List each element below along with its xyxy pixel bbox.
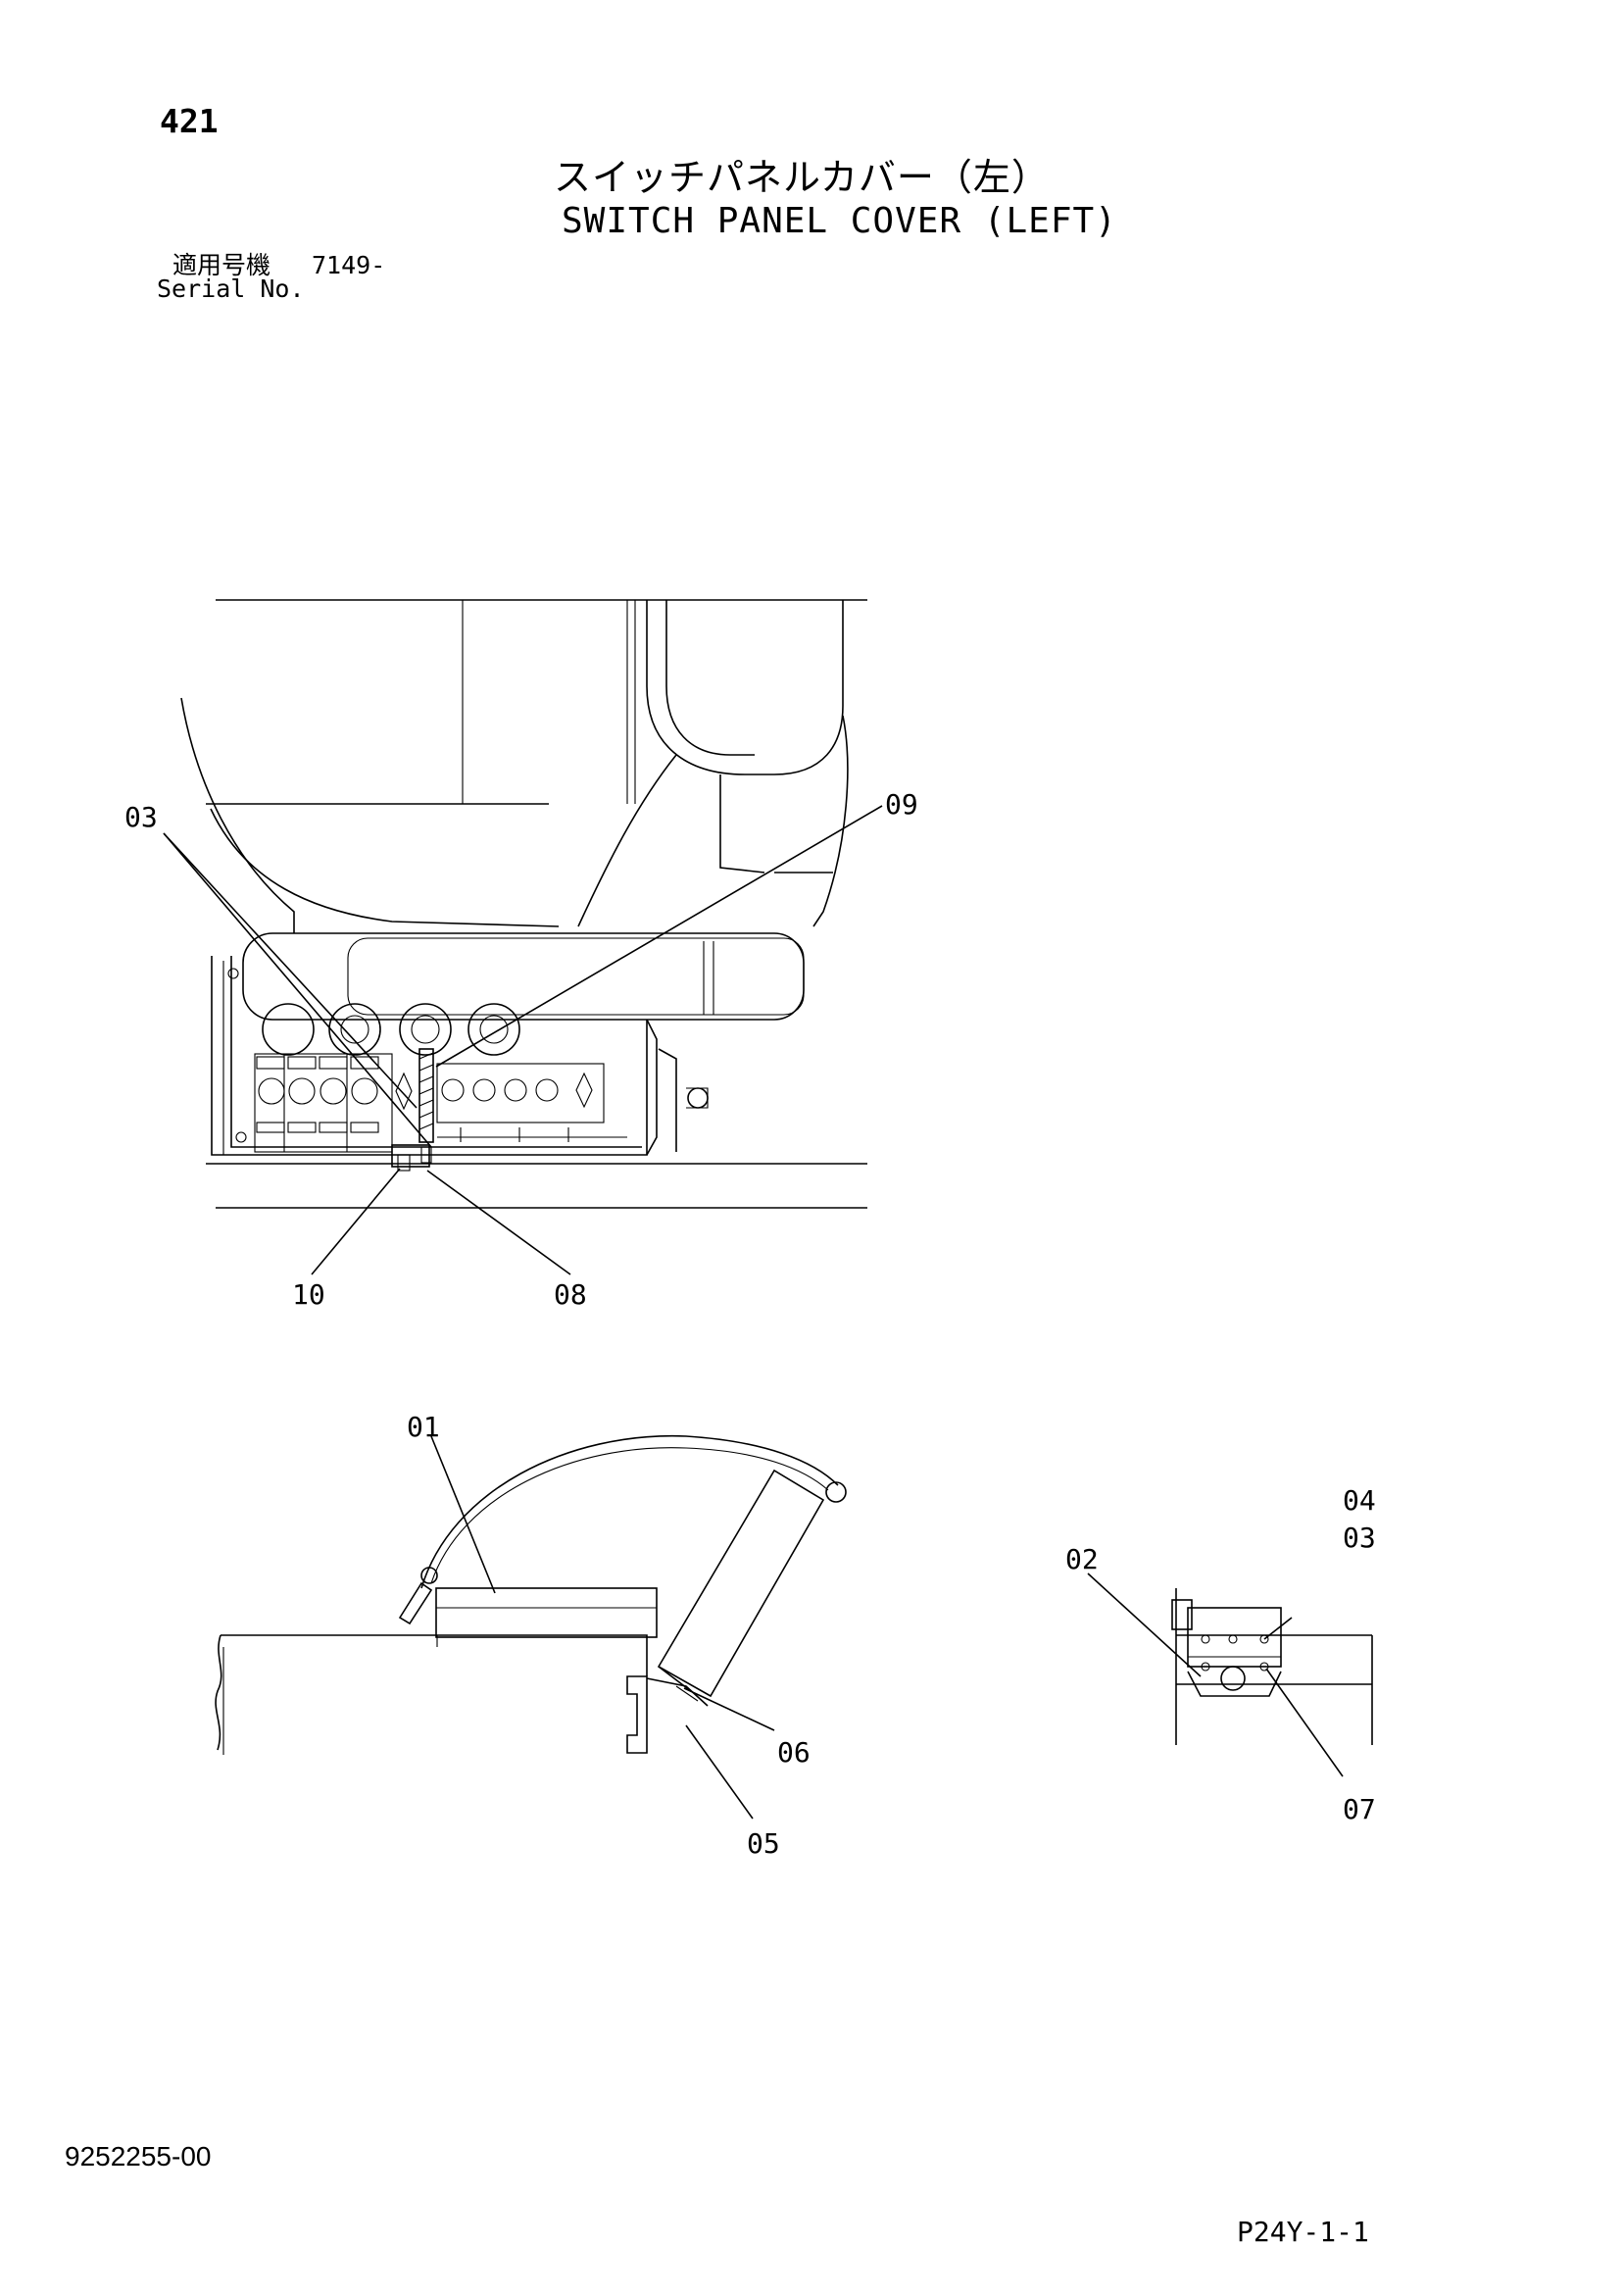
detail-view	[1171, 1588, 1373, 1745]
callout-04: 04	[1343, 1484, 1376, 1517]
callout-10: 10	[292, 1278, 325, 1311]
serial-label-english: Serial No.	[157, 275, 305, 303]
callout-03-top: 03	[124, 801, 158, 833]
title-english: SWITCH PANEL COVER (LEFT)	[562, 201, 1117, 241]
callout-09: 09	[885, 788, 918, 821]
page-number: 421	[160, 102, 219, 140]
callout-06: 06	[777, 1736, 811, 1769]
callout-01: 01	[407, 1411, 440, 1443]
callout-03-detail: 03	[1343, 1522, 1376, 1554]
callout-08: 08	[554, 1278, 587, 1311]
callout-05: 05	[747, 1827, 780, 1860]
serial-value: 7149-	[312, 251, 386, 279]
page-code: P24Y-1-1	[1237, 2216, 1369, 2248]
top-view	[180, 599, 867, 1209]
side-view	[215, 1434, 847, 1755]
serial-label-japanese: 適用号機	[172, 251, 271, 279]
leader-lines	[163, 805, 1344, 1820]
document-number: 9252255-00	[65, 2141, 212, 2171]
title-japanese: スイッチパネルカバー（左）	[554, 156, 1050, 199]
callout-07: 07	[1343, 1793, 1376, 1825]
callout-labels: 03 09 10 08 01 06 05 02 04 03 07	[124, 788, 1376, 1860]
callout-02: 02	[1065, 1543, 1099, 1575]
